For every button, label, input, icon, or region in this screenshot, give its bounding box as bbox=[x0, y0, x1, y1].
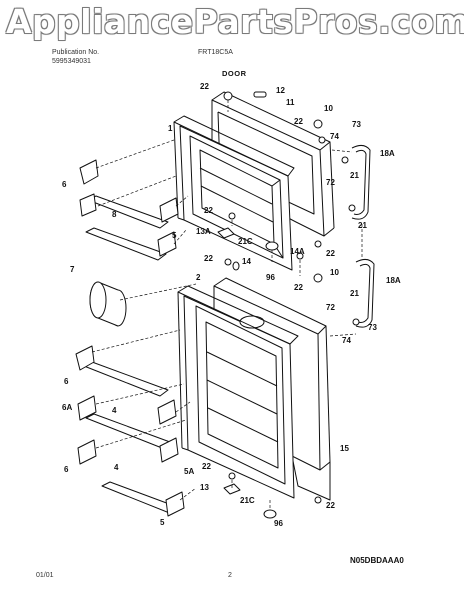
part-label: 73 bbox=[368, 323, 377, 332]
fresh-food-door-liner bbox=[183, 295, 295, 499]
part-label: 96 bbox=[266, 273, 275, 282]
diagram-code: N05DBDAAA0 bbox=[350, 556, 404, 565]
part-label: 5A bbox=[184, 467, 194, 476]
fresh-food-door-gasket bbox=[177, 285, 299, 451]
part-label: 1 bbox=[168, 124, 173, 133]
part-label: 11 bbox=[286, 98, 295, 107]
watermark: AppliancePartsPros.com bbox=[6, 2, 464, 41]
part-label: 72 bbox=[326, 303, 335, 312]
part-label: 22 bbox=[326, 501, 335, 510]
part-label: 13 bbox=[200, 483, 209, 492]
part-label: 22 bbox=[326, 249, 335, 258]
part-label: 13A bbox=[196, 227, 211, 236]
part-label: 74 bbox=[330, 132, 339, 141]
part-label: 15 bbox=[340, 444, 349, 453]
part-label: 22 bbox=[294, 117, 303, 126]
part-label: 8 bbox=[112, 210, 117, 219]
part-label: 4 bbox=[114, 463, 119, 472]
part-label: 21 bbox=[350, 289, 359, 298]
publication-number: 5995349031 bbox=[52, 58, 91, 65]
part-label: 96 bbox=[274, 519, 283, 528]
part-label: 22 bbox=[200, 82, 209, 91]
part-label: 18A bbox=[386, 276, 401, 285]
fresh-food-handle bbox=[355, 258, 375, 328]
part-label: 73 bbox=[352, 120, 361, 129]
freezer-door-gasket bbox=[173, 115, 295, 221]
part-label: 7 bbox=[70, 265, 75, 274]
part-label: 18A bbox=[380, 149, 395, 158]
publication-label: Publication No. bbox=[52, 49, 100, 56]
part-label: 6 bbox=[62, 180, 67, 189]
part-label: 21 bbox=[350, 171, 359, 180]
footer-page-number: 2 bbox=[228, 572, 232, 579]
part-label: 10 bbox=[324, 104, 333, 113]
freezer-door-shelf-bars bbox=[79, 159, 179, 261]
part-label: 2 bbox=[196, 273, 201, 282]
part-label: 74 bbox=[342, 336, 351, 345]
part-label: 5 bbox=[172, 231, 177, 240]
footer-date: 01/01 bbox=[36, 572, 54, 579]
part-label: 21C bbox=[238, 237, 253, 246]
part-label: 21 bbox=[358, 221, 367, 230]
part-label: 72 bbox=[326, 178, 335, 187]
part-label: 14 bbox=[242, 257, 251, 266]
part-label: 6 bbox=[64, 465, 69, 474]
part-label: 5 bbox=[160, 518, 165, 527]
freezer-handle bbox=[351, 144, 371, 220]
part-label: 6 bbox=[64, 377, 69, 386]
part-label: 12 bbox=[276, 86, 285, 95]
part-label: 22 bbox=[294, 283, 303, 292]
part-7-cylinder bbox=[89, 281, 127, 327]
part-label: 22 bbox=[204, 254, 213, 263]
part-label: 14A bbox=[290, 247, 305, 256]
freezer-door-liner bbox=[179, 125, 293, 271]
fresh-food-door-shelf-bars bbox=[75, 345, 185, 517]
model-number: FRT18C5A bbox=[198, 49, 233, 56]
part-label: 10 bbox=[330, 268, 339, 277]
part-number-labels: 22 12 11 10 22 74 73 18A 1 72 21 6 8 22 … bbox=[62, 82, 401, 528]
part-label: 4 bbox=[112, 406, 117, 415]
part-label: 21C bbox=[240, 496, 255, 505]
part-label: 22 bbox=[202, 462, 211, 471]
part-label: 22 bbox=[204, 206, 213, 215]
section-title: DOOR bbox=[222, 69, 247, 78]
freezer-hinge-parts bbox=[217, 91, 356, 271]
part-label: 6A bbox=[62, 403, 72, 412]
fresh-food-hinge-parts bbox=[223, 252, 360, 519]
